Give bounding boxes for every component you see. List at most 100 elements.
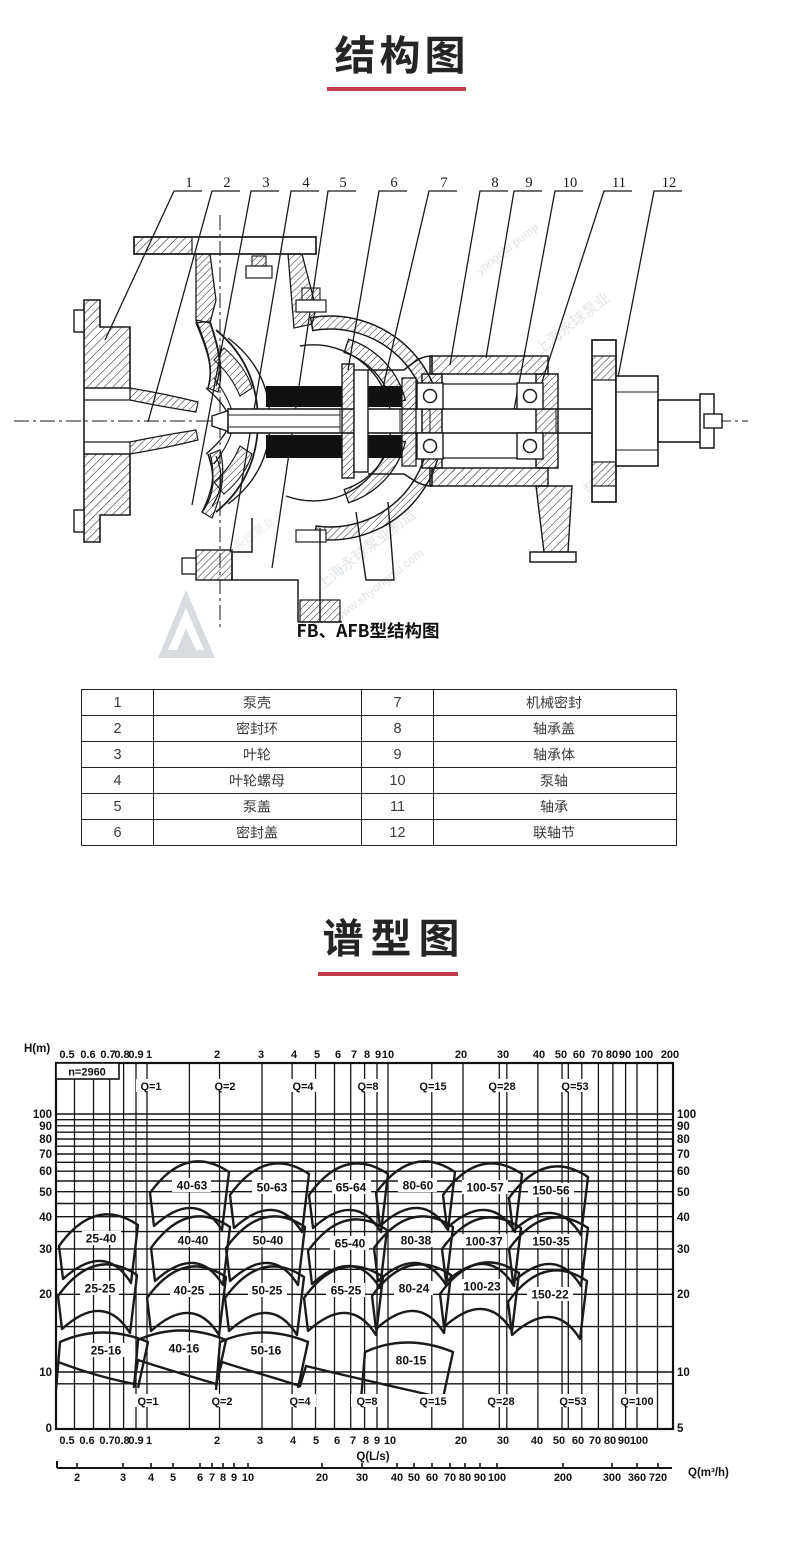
svg-text:Q=1: Q=1 bbox=[137, 1396, 158, 1408]
svg-text:9: 9 bbox=[375, 1049, 381, 1061]
svg-text:40: 40 bbox=[531, 1435, 543, 1447]
svg-text:5: 5 bbox=[339, 175, 346, 191]
svg-text:Q=15: Q=15 bbox=[419, 1081, 446, 1093]
svg-text:5: 5 bbox=[314, 1049, 320, 1061]
svg-text:Q=53: Q=53 bbox=[559, 1396, 586, 1408]
svg-text:Q=2: Q=2 bbox=[211, 1396, 232, 1408]
svg-text:2: 2 bbox=[74, 1472, 80, 1484]
svg-text:Q=100: Q=100 bbox=[620, 1396, 653, 1408]
svg-text:6: 6 bbox=[390, 175, 397, 191]
svg-text:8: 8 bbox=[220, 1472, 226, 1484]
svg-text:40: 40 bbox=[533, 1049, 545, 1061]
svg-text:100: 100 bbox=[635, 1049, 653, 1061]
svg-text:20: 20 bbox=[455, 1049, 467, 1061]
svg-text:80: 80 bbox=[604, 1435, 616, 1447]
svg-text:8: 8 bbox=[491, 175, 498, 191]
svg-text:7: 7 bbox=[440, 175, 447, 191]
svg-text:3: 3 bbox=[120, 1472, 126, 1484]
svg-text:90: 90 bbox=[39, 1121, 52, 1133]
svg-text:100-37: 100-37 bbox=[465, 1235, 503, 1249]
svg-text:0.8: 0.8 bbox=[114, 1049, 129, 1061]
svg-text:0.5: 0.5 bbox=[59, 1435, 74, 1447]
svg-text:50-16: 50-16 bbox=[251, 1344, 282, 1358]
svg-text:150-56: 150-56 bbox=[532, 1184, 570, 1198]
svg-text:Q=8: Q=8 bbox=[357, 1081, 378, 1093]
svg-text:25-25: 25-25 bbox=[85, 1282, 116, 1296]
svg-text:30: 30 bbox=[497, 1049, 509, 1061]
svg-text:Q=53: Q=53 bbox=[561, 1081, 588, 1093]
svg-text:100: 100 bbox=[33, 1109, 52, 1121]
svg-text:10: 10 bbox=[563, 175, 578, 191]
svg-text:1: 1 bbox=[146, 1049, 152, 1061]
svg-text:0.9: 0.9 bbox=[128, 1049, 143, 1061]
svg-text:Q=28: Q=28 bbox=[488, 1081, 515, 1093]
svg-text:20: 20 bbox=[316, 1472, 328, 1484]
svg-text:50: 50 bbox=[555, 1049, 567, 1061]
svg-text:0.7: 0.7 bbox=[99, 1435, 114, 1447]
svg-text:Q=15: Q=15 bbox=[419, 1396, 446, 1408]
svg-text:80: 80 bbox=[677, 1134, 690, 1146]
svg-text:1: 1 bbox=[185, 175, 192, 191]
svg-text:20: 20 bbox=[39, 1289, 52, 1301]
svg-text:70: 70 bbox=[677, 1149, 690, 1161]
svg-text:40: 40 bbox=[391, 1472, 403, 1484]
svg-text:70: 70 bbox=[39, 1149, 52, 1161]
svg-text:100: 100 bbox=[630, 1435, 648, 1447]
svg-text:90: 90 bbox=[618, 1435, 630, 1447]
svg-text:0: 0 bbox=[46, 1423, 52, 1435]
svg-text:10: 10 bbox=[242, 1472, 254, 1484]
svg-text:65-64: 65-64 bbox=[336, 1181, 367, 1195]
svg-text:80: 80 bbox=[459, 1472, 471, 1484]
svg-text:200: 200 bbox=[554, 1472, 572, 1484]
svg-text:n=2960: n=2960 bbox=[68, 1067, 106, 1079]
svg-text:40: 40 bbox=[677, 1212, 690, 1224]
svg-text:100: 100 bbox=[488, 1472, 506, 1484]
svg-text:80: 80 bbox=[39, 1134, 52, 1146]
svg-text:30: 30 bbox=[677, 1244, 690, 1256]
svg-text:5: 5 bbox=[677, 1423, 684, 1435]
svg-text:9: 9 bbox=[374, 1435, 380, 1447]
svg-text:25-16: 25-16 bbox=[91, 1344, 122, 1358]
svg-text:1: 1 bbox=[146, 1435, 152, 1447]
svg-text:20: 20 bbox=[677, 1289, 690, 1301]
svg-text:50-40: 50-40 bbox=[253, 1234, 284, 1248]
svg-text:3: 3 bbox=[257, 1435, 263, 1447]
svg-text:Q=1: Q=1 bbox=[140, 1081, 161, 1093]
svg-text:12: 12 bbox=[662, 175, 677, 191]
svg-text:10: 10 bbox=[384, 1435, 396, 1447]
svg-text:8: 8 bbox=[363, 1435, 369, 1447]
svg-text:50: 50 bbox=[677, 1187, 690, 1199]
svg-text:Q=8: Q=8 bbox=[356, 1396, 377, 1408]
svg-text:80-15: 80-15 bbox=[396, 1354, 427, 1368]
svg-text:70: 70 bbox=[591, 1049, 603, 1061]
svg-text:50-25: 50-25 bbox=[252, 1284, 283, 1298]
svg-text:8: 8 bbox=[364, 1049, 370, 1061]
svg-text:30: 30 bbox=[39, 1244, 52, 1256]
svg-text:10: 10 bbox=[39, 1367, 52, 1379]
svg-text:6: 6 bbox=[334, 1435, 340, 1447]
svg-text:40-40: 40-40 bbox=[178, 1234, 209, 1248]
svg-text:90: 90 bbox=[619, 1049, 631, 1061]
svg-text:60: 60 bbox=[572, 1435, 584, 1447]
svg-text:9: 9 bbox=[525, 175, 532, 191]
svg-text:Q(L/s): Q(L/s) bbox=[356, 1451, 389, 1463]
svg-text:5: 5 bbox=[313, 1435, 319, 1447]
svg-text:6: 6 bbox=[335, 1049, 341, 1061]
svg-text:50: 50 bbox=[553, 1435, 565, 1447]
svg-text:60: 60 bbox=[39, 1166, 52, 1178]
svg-text:0.8: 0.8 bbox=[114, 1435, 129, 1447]
svg-text:0.7: 0.7 bbox=[100, 1049, 115, 1061]
svg-text:60: 60 bbox=[426, 1472, 438, 1484]
svg-text:25-40: 25-40 bbox=[86, 1232, 117, 1246]
svg-text:10: 10 bbox=[382, 1049, 394, 1061]
svg-text:Q=28: Q=28 bbox=[487, 1396, 514, 1408]
svg-text:70: 70 bbox=[444, 1472, 456, 1484]
svg-text:65-25: 65-25 bbox=[331, 1284, 362, 1298]
svg-text:150-35: 150-35 bbox=[532, 1235, 570, 1249]
svg-text:100-23: 100-23 bbox=[463, 1280, 501, 1294]
svg-text:80-38: 80-38 bbox=[401, 1234, 432, 1248]
svg-text:4: 4 bbox=[291, 1049, 298, 1061]
svg-text:0.6: 0.6 bbox=[79, 1435, 94, 1447]
svg-text:5: 5 bbox=[170, 1472, 176, 1484]
svg-text:0.9: 0.9 bbox=[128, 1435, 143, 1447]
